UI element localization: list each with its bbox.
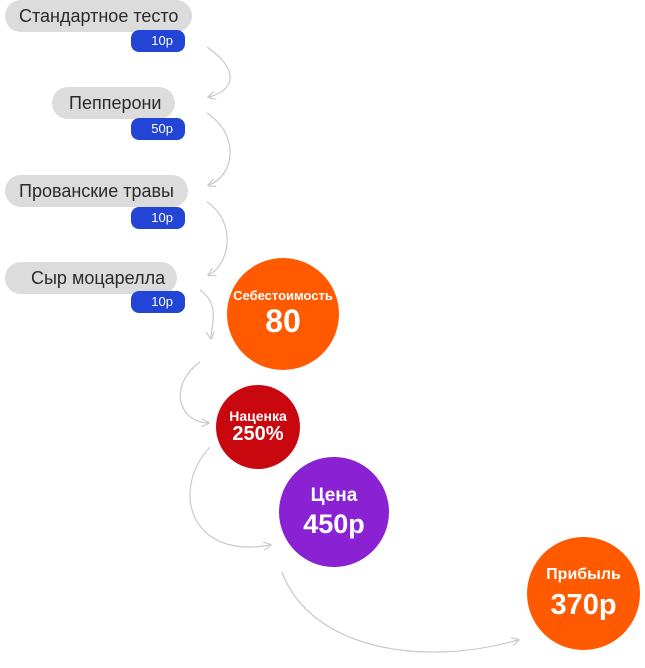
connector-markup-to-price xyxy=(189,446,270,547)
cost-circle: Себестоимость 80 xyxy=(227,258,339,370)
markup-label: Наценка xyxy=(229,408,287,425)
ingredient-price-herbs: 10р xyxy=(131,207,185,229)
ingredient-label-pepperoni: Пепперони xyxy=(69,93,162,113)
profit-value: 370р xyxy=(550,588,617,621)
ingredient-pill-herbs: Прованские травы xyxy=(5,175,188,207)
price-circle: Цена 450р xyxy=(279,457,389,567)
connector-dough-to-pepperoni xyxy=(207,46,231,97)
ingredient-price-cheese: 10р xyxy=(131,291,185,313)
ingredient-pill-pepperoni: Пепперони xyxy=(52,87,176,119)
cost-value: 80 xyxy=(265,303,301,340)
ingredient-price-dough: 10р xyxy=(131,30,185,52)
ingredient-label-herbs: Прованские травы xyxy=(19,181,174,201)
profit-circle: Прибыль 370р xyxy=(527,537,640,650)
connector-herbs-to-cheese xyxy=(207,201,228,275)
ingredient-price-pepperoni: 50р xyxy=(131,118,185,140)
markup-circle: Наценка 250% xyxy=(216,385,300,469)
markup-value: 250% xyxy=(232,422,284,445)
ingredient-pill-cheese: Сыр моцарелла xyxy=(5,262,178,294)
price-label: Цена xyxy=(310,484,358,506)
ingredient-pill-dough: Стандартное тесто xyxy=(5,0,193,32)
profit-label: Прибыль xyxy=(546,565,621,583)
connector-pepperoni-to-herbs xyxy=(207,112,231,185)
connector-cheese-to-cost xyxy=(199,289,213,338)
ingredient-label-dough: Стандартное тесто xyxy=(19,6,179,26)
connector-price-to-profit xyxy=(281,571,518,653)
cost-label: Себестоимость xyxy=(233,288,333,304)
connector-cost-to-markup xyxy=(179,361,208,423)
price-value: 450р xyxy=(303,508,365,539)
ingredient-label-cheese: Сыр моцарелла xyxy=(31,268,166,288)
